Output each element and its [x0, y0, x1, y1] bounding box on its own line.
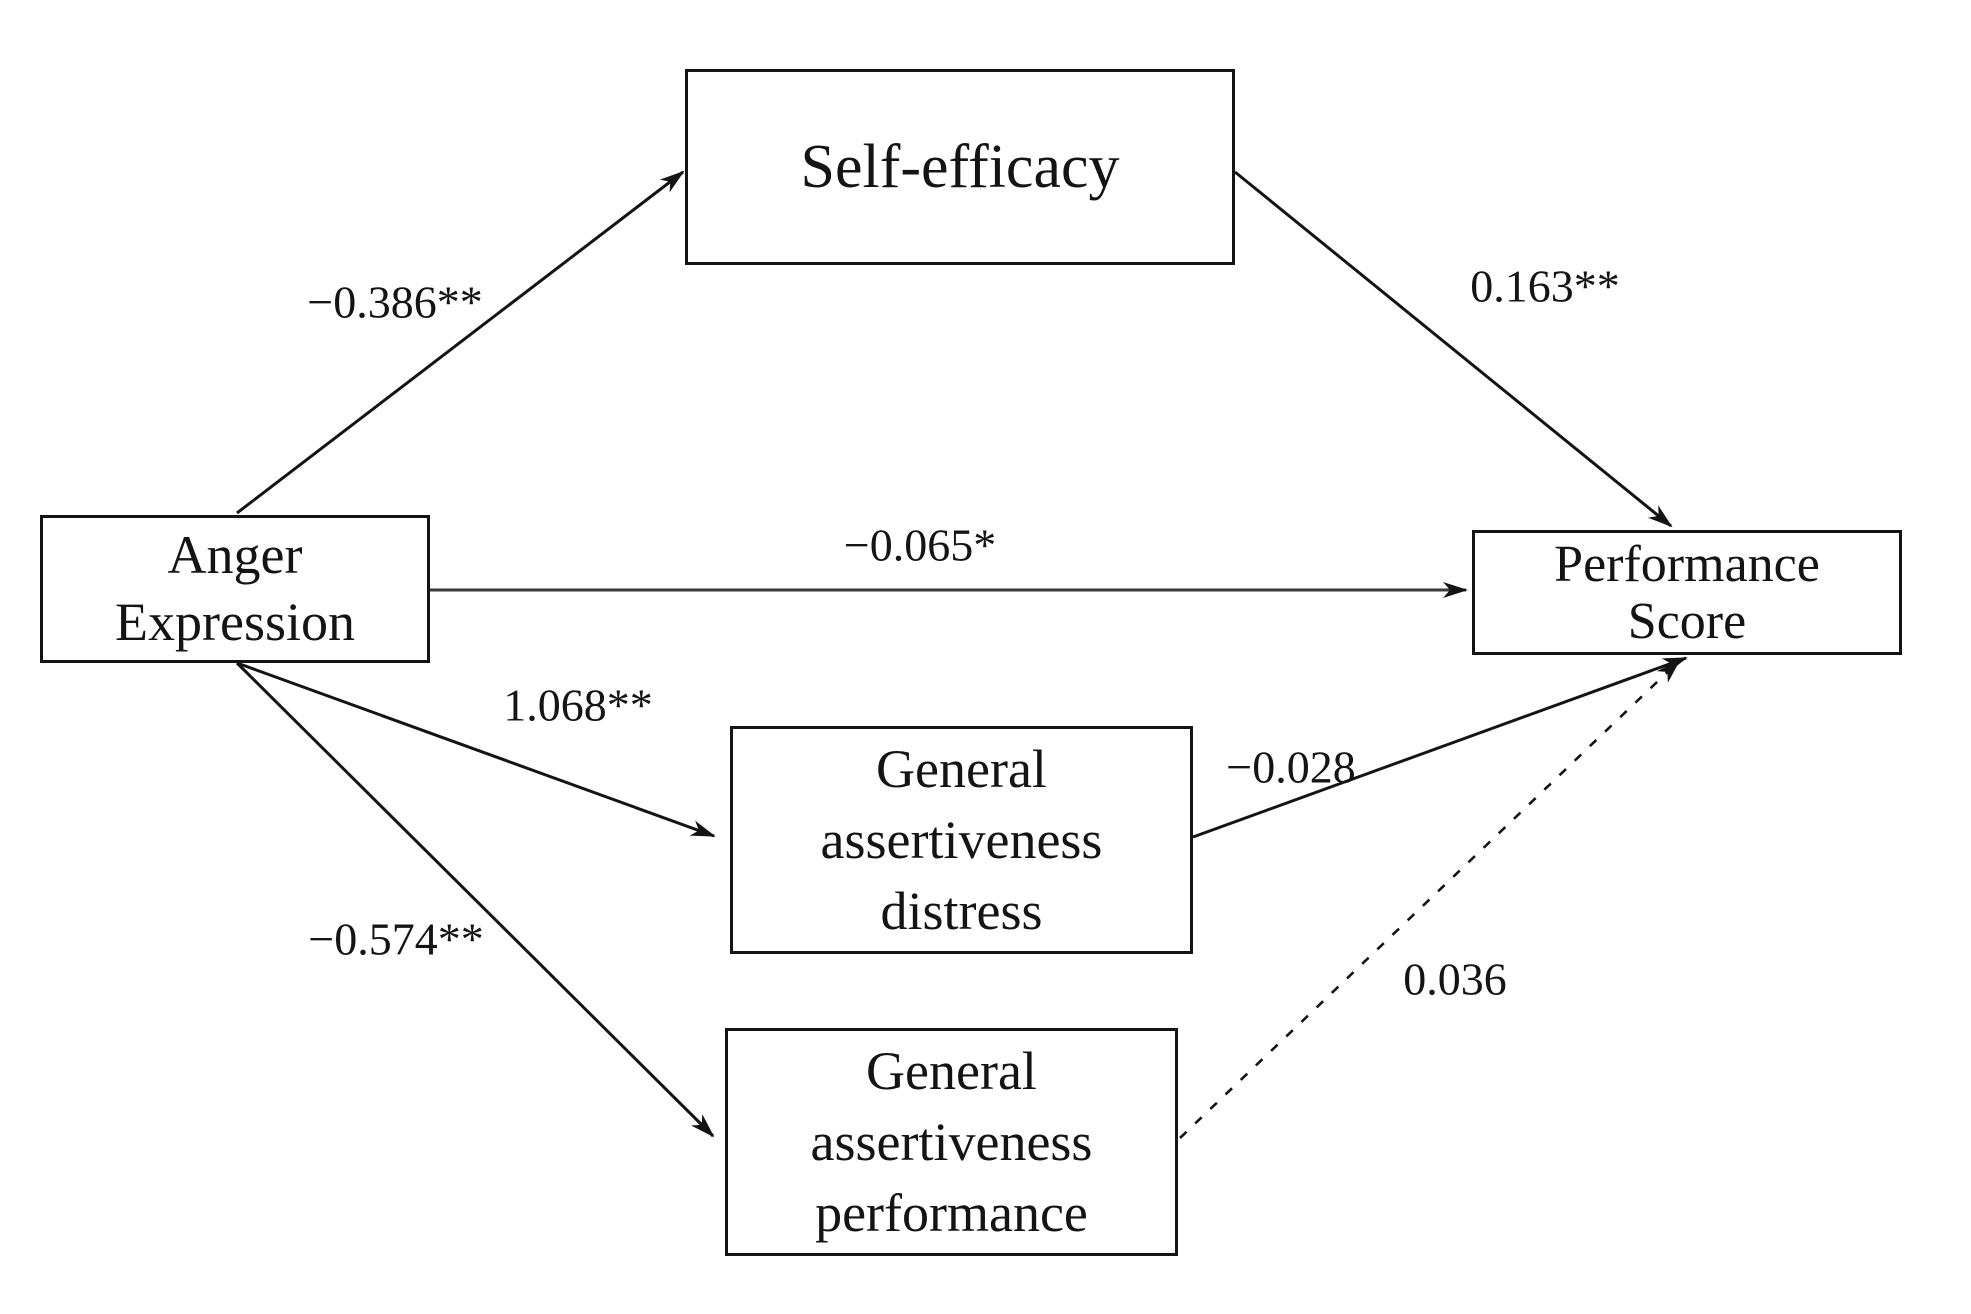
node-label: Anger [167, 525, 303, 585]
coefficient-anger-to-performance: −0.065* [843, 519, 997, 571]
coefficient-assert-performance-to-performance: 0.036 [1403, 953, 1507, 1005]
node-label: assertiveness [820, 809, 1103, 870]
node-label: distress [880, 880, 1043, 941]
node-performance-score: Performance Score [1472, 530, 1902, 655]
coefficient-anger-to-assert-performance: −0.574** [308, 913, 484, 965]
arrow-assert-performance-to-performance-dashed [1179, 659, 1681, 1139]
node-label: General [866, 1040, 1037, 1101]
arrow-anger-to-self-efficacy [236, 170, 685, 515]
coefficient-anger-to-self-efficacy: −0.386** [307, 276, 483, 328]
node-general-assertiveness-distress: General assertiveness distress [730, 726, 1193, 954]
node-general-assertiveness-performance: General assertiveness performance [725, 1028, 1178, 1256]
node-label: performance [815, 1182, 1088, 1243]
node-label: Self-efficacy [800, 133, 1120, 201]
node-label: Expression [115, 592, 355, 652]
node-label: assertiveness [810, 1111, 1093, 1172]
arrow-self-efficacy-to-performance [1234, 170, 1673, 528]
coefficient-anger-to-distress: 1.068** [503, 679, 653, 731]
arrow-anger-to-distress [236, 661, 716, 838]
node-self-efficacy: Self-efficacy [685, 69, 1235, 265]
arrow-anger-to-assert-performance [235, 661, 715, 1138]
node-label: General [876, 738, 1047, 799]
node-label: Score [1627, 592, 1747, 650]
arrow-distress-to-performance [1192, 656, 1688, 839]
node-anger-expression: Anger Expression [40, 515, 430, 663]
coefficient-self-efficacy-to-performance: 0.163** [1470, 260, 1620, 312]
node-label: Performance [1554, 535, 1820, 593]
coefficient-distress-to-performance: −0.028 [1226, 741, 1356, 793]
